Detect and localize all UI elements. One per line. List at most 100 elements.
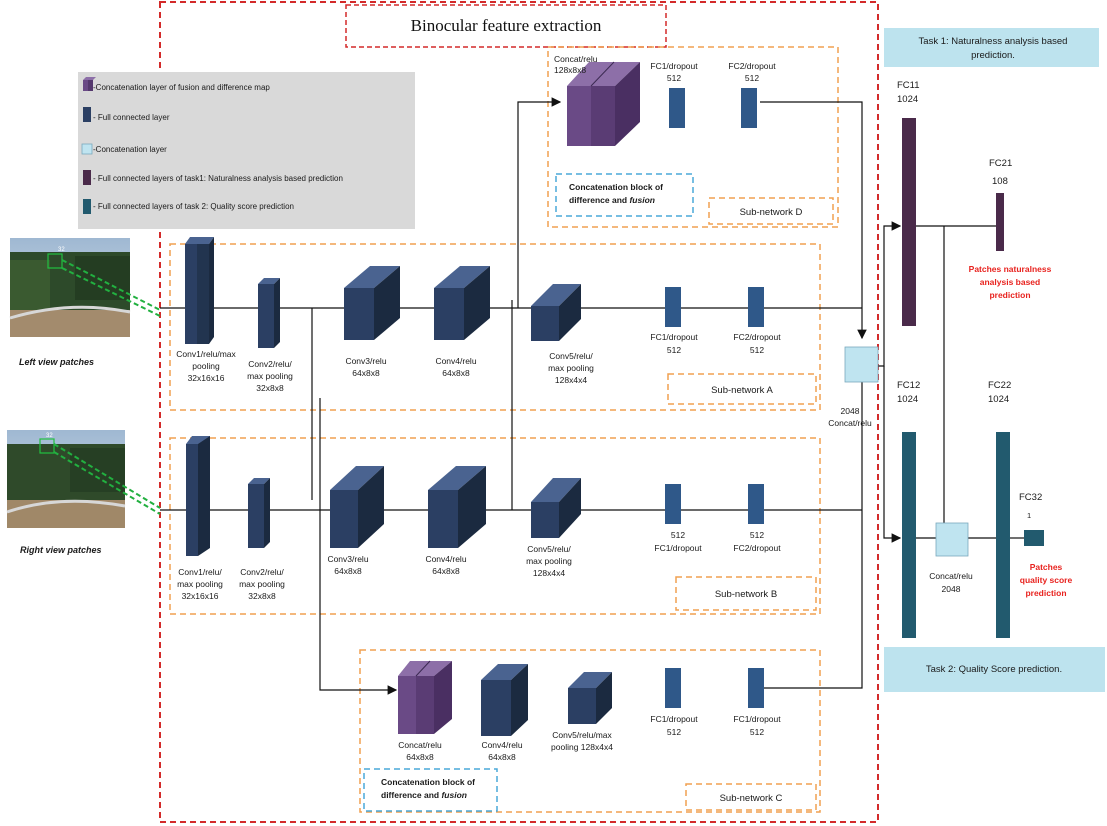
subnet-b-fc1-label-1: 512: [671, 530, 685, 540]
subnet-d-fc2: [741, 88, 757, 128]
subnet-b-conv5: [531, 478, 581, 538]
subnet-b-conv5-label-3: 128x4x4: [533, 568, 565, 578]
task2-output-line3: prediction: [1025, 588, 1066, 598]
subnet-b-conv4-label-2: 64x8x8: [432, 566, 460, 576]
fc22-label-2: 1024: [988, 394, 1009, 405]
subnet-c-box: [359, 649, 821, 813]
subnet-a-label: Sub-network A: [711, 385, 773, 396]
right-patch-projection-top: [53, 443, 161, 509]
fc22-label-1: FC22: [988, 380, 1011, 391]
subnet-a-conv5-label-1: Conv5/relu/: [549, 351, 593, 361]
line-concat-to-fc12: [883, 366, 902, 543]
main-concat-label-2: Concat/relu: [828, 418, 872, 428]
task1-title-line2: prediction.: [971, 50, 1015, 61]
task1-fc21: [996, 193, 1004, 251]
subnet-d-concat-label-1: Concat/relu: [554, 54, 598, 64]
subnet-d-concat: [567, 61, 640, 146]
legend: -Concatenation layer of fusion and diffe…: [78, 72, 415, 229]
subnet-a-conv1-label-1: Conv1/relu/max: [176, 349, 236, 359]
subnet-a-label-box: [667, 373, 817, 405]
fc12-label-2: 1024: [897, 394, 918, 405]
subnet-a-fc1-label-1: FC1/dropout: [650, 332, 698, 342]
left-patch-projection-top: [61, 259, 161, 311]
fc11-label-1: FC11: [897, 80, 920, 91]
subnet-c-block-line1: Concatenation block of: [381, 777, 475, 787]
subnet-b-fc2-label-2: FC2/dropout: [733, 543, 781, 553]
main-concat-label-1: 2048: [841, 406, 860, 416]
fc32-label-1: FC32: [1019, 492, 1042, 503]
subnet-c-fc1-label-2: 512: [667, 727, 681, 737]
task2-concat-label-2: 2048: [942, 584, 961, 594]
subnet-a-conv2: [258, 278, 280, 348]
subnet-a-fc2-label-2: 512: [750, 345, 764, 355]
subnet-b-fc2-label-1: 512: [750, 530, 764, 540]
subnet-b-conv1-label-3: 32x16x16: [182, 591, 219, 601]
task2-concat-layer: [935, 522, 969, 557]
subnet-d-fc1: [669, 88, 685, 128]
subnet-a-conv5: [531, 284, 581, 341]
subnet-c-fc1: [665, 668, 681, 708]
line-c-to-concat: [760, 382, 863, 689]
subnet-a-conv1: [185, 237, 214, 344]
task2-title: Task 2: Quality Score prediction.: [926, 664, 1062, 675]
legend-text-3: -Concatenation layer: [93, 145, 167, 154]
task2-concat-label-1: Concat/relu: [929, 571, 973, 581]
fc11-label-2: 1024: [897, 94, 918, 105]
subnet-c-concat-block-box: [363, 768, 498, 812]
left-view-label: Left view patches: [19, 357, 94, 367]
subnet-c-fc2-label-2: 512: [750, 727, 764, 737]
subnet-a-conv1-label-3: 32x16x16: [188, 373, 225, 383]
task1-title-line1: Task 1: Naturalness analysis based: [919, 36, 1068, 47]
fc12-label-1: FC12: [897, 380, 920, 391]
task1-output-line1: Patches naturalness: [969, 264, 1052, 274]
task1-output-line3: prediction: [989, 290, 1030, 300]
task2-output-line1: Patches: [1030, 562, 1063, 572]
task2-fc22: [996, 432, 1010, 638]
subnet-d-fc2-label-1: FC2/dropout: [728, 61, 776, 71]
task1-fc-icon: [83, 170, 91, 185]
legend-text-1: -Concatenation layer of fusion and diffe…: [93, 83, 270, 92]
subnet-c-conv5-label-2: pooling 128x4x4: [551, 742, 613, 752]
subnet-b-conv3-label-2: 64x8x8: [334, 566, 362, 576]
left-patch-projection-bottom: [61, 267, 161, 317]
subnet-b-fc2: [748, 484, 764, 524]
subnet-b-conv4: [428, 466, 486, 548]
fc21-label-1: FC21: [989, 158, 1012, 169]
subnet-a-conv3-label-2: 64x8x8: [352, 368, 380, 378]
task1-fc11: [902, 118, 916, 326]
subnet-d-block-line2: difference and fusion: [569, 195, 655, 205]
task2-fc-icon: [83, 199, 91, 214]
subnet-d-fc2-label-2: 512: [745, 73, 759, 83]
subnet-c-conv5: [568, 672, 612, 724]
line-to-subnet-c: [319, 398, 398, 695]
subnet-a-conv5-label-2: max pooling: [548, 363, 594, 373]
subnet-a-fc1: [665, 287, 681, 327]
task2-title-box: [884, 647, 1105, 692]
subnet-a-box: [169, 243, 821, 411]
concat-layer-icon: [81, 143, 93, 155]
subnet-d-label-box: [708, 197, 834, 225]
legend-background: [78, 72, 415, 229]
subnet-b-conv3-label-1: Conv3/relu: [327, 554, 368, 564]
subnet-b-conv2-label-2: max pooling: [239, 579, 285, 589]
subnet-a-conv4: [434, 266, 490, 340]
subnet-d-box: [547, 46, 839, 228]
subnet-c-fc1-label-1: FC1/dropout: [650, 714, 698, 724]
subnet-d-concat-label-2: 128x8x8: [554, 65, 586, 75]
subnet-b-fc1: [665, 484, 681, 524]
subnet-b-conv4-label-1: Conv4/relu: [425, 554, 466, 564]
subnet-a-fc2-label-1: FC2/dropout: [733, 332, 781, 342]
subnet-b-label-box: [675, 576, 817, 611]
subnet-b-label: Sub-network B: [715, 589, 777, 600]
task2-fc32: [1024, 530, 1044, 546]
subnet-b-conv5-label-1: Conv5/relu/: [527, 544, 571, 554]
subnet-c-concat-label-1: Concat/relu: [398, 740, 442, 750]
subnet-b-conv3: [330, 466, 384, 548]
subnet-b-fc1-label-2: FC1/dropout: [654, 543, 702, 553]
subnet-b-conv1-label-1: Conv1/relu/: [178, 567, 222, 577]
subnet-a-conv3: [344, 266, 400, 340]
subnet-c-block-line2: difference and fusion: [381, 790, 467, 800]
subnet-a-conv2-label-2: max pooling: [247, 371, 293, 381]
task1-title-box: [884, 28, 1099, 67]
subnet-c-fc2-label-1: FC1/dropout: [733, 714, 781, 724]
